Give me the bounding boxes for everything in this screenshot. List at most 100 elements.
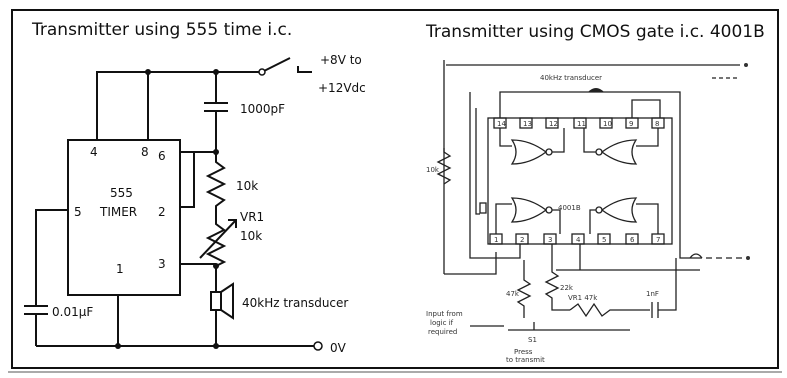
supply-label: +8V to (320, 53, 362, 67)
gate-wire (552, 209, 561, 234)
pin-4: 4 (90, 145, 98, 159)
pin-box (599, 117, 613, 129)
nor-gate (600, 197, 638, 223)
switch-s1-label: S1 (528, 336, 537, 344)
switch-contact (258, 68, 266, 76)
gate-wire (636, 128, 659, 147)
wire-loop (475, 108, 480, 215)
junction (145, 69, 151, 75)
gate-wire (583, 128, 596, 153)
vr1-label: VR1 (240, 210, 264, 224)
vr1-right-label: VR1 47k (568, 294, 598, 302)
pin-label: 3 (548, 236, 552, 244)
vr1-right (569, 302, 650, 318)
capacitor-1000pf-label: 1000pF (240, 102, 285, 116)
wire-loop (631, 99, 661, 118)
gate-wire (636, 203, 659, 234)
ground-label: 0V (330, 341, 347, 355)
pin-label: 14 (497, 120, 506, 128)
capacitor-1nf-label: 1nF (646, 290, 659, 298)
transducer-horn (220, 282, 234, 320)
junction (213, 343, 219, 349)
nor-gate (510, 197, 548, 223)
vr-arrowhead (228, 219, 237, 228)
title-4001b: Transmitter using CMOS gate i.c. 4001B (425, 22, 765, 42)
pin-box (597, 233, 611, 245)
resistor-10k (205, 152, 227, 214)
transducer-icon (588, 88, 604, 92)
transducer-label: 40kHz transducer (242, 296, 348, 310)
junction (115, 343, 121, 349)
ground-terminal (313, 341, 323, 351)
resistor-22k-label: 22k (560, 284, 574, 292)
resistor-22k (544, 244, 570, 311)
press-label-2: to transmit (506, 356, 545, 364)
gate-wire (552, 128, 565, 153)
resistor-47k-label: 47k (506, 290, 520, 298)
nor-gates (495, 128, 659, 234)
pin-box (519, 117, 533, 129)
pin-label: 11 (577, 120, 586, 128)
pin-box (515, 233, 529, 245)
switch-lever (261, 57, 291, 73)
circuit-555: Transmitter using 555 time i.c. 555 TIME… (24, 20, 366, 355)
input-label-2: logic if (430, 319, 454, 327)
ic-555-label: 555 (110, 186, 133, 200)
resistor-left-10k (436, 148, 452, 185)
wire-pin2 (180, 152, 195, 208)
figure-border (11, 9, 779, 369)
pin-label: 4 (576, 236, 581, 244)
wire-loop (469, 92, 521, 259)
pin-box (545, 117, 559, 129)
title-555: Transmitter using 555 time i.c. (31, 20, 292, 40)
input-label-3: required (428, 328, 457, 336)
resistor-47k (516, 260, 532, 318)
bottom-pins: 1 2 3 4 5 6 7 (489, 233, 665, 245)
pin-5: 5 (74, 205, 82, 219)
vr-arrow (199, 219, 237, 259)
pin-label: 2 (520, 236, 524, 244)
pin-label: 12 (549, 120, 558, 128)
ic-555-label-2: TIMER (99, 205, 137, 219)
pin-label: 9 (629, 120, 633, 128)
gate-wire (589, 209, 596, 234)
pin-8: 8 (141, 145, 149, 159)
pin-box (573, 117, 587, 129)
wire-loop (499, 91, 696, 259)
wire-crossover (689, 253, 703, 259)
gate-wire (495, 203, 512, 234)
resistor-10k-label: 10k (236, 179, 258, 193)
wire-cap-right (658, 258, 677, 311)
pin-box (543, 233, 557, 245)
resistor-left-label: 10k (426, 166, 440, 174)
ic-555-body (67, 139, 181, 296)
terminal (746, 256, 750, 260)
capacitor-001uf-label: 0.01µF (52, 305, 93, 319)
wire-pin5 (35, 209, 68, 306)
pin-box (571, 233, 585, 245)
pin-1: 1 (116, 262, 124, 276)
nor-gate (510, 139, 548, 165)
press-label: Press (514, 348, 533, 356)
pin-label: 5 (602, 236, 606, 244)
wire-to-supply (297, 66, 312, 73)
terminal (744, 63, 748, 67)
vr1-value-label: 10k (240, 229, 262, 243)
pin-6: 6 (158, 149, 166, 163)
wire-supply-rail (96, 71, 262, 140)
small-component (479, 202, 487, 214)
transducer-label-right: 40kHz transducer (540, 74, 602, 82)
pin-label: 13 (523, 120, 532, 128)
supply-label-2: +12Vdc (318, 81, 366, 95)
ic-4001b-label: 4001B (558, 204, 581, 212)
transducer-body (210, 291, 222, 311)
pin-label: 7 (656, 236, 660, 244)
top-pins: 14 13 12 11 10 9 8 (493, 117, 665, 129)
wire-lower (444, 252, 497, 275)
circuit-4001b: Transmitter using CMOS gate i.c. 4001B 4… (425, 22, 765, 364)
pin-label: 10 (603, 120, 612, 128)
pin-label: 8 (655, 120, 659, 128)
pin-2: 2 (158, 205, 166, 219)
